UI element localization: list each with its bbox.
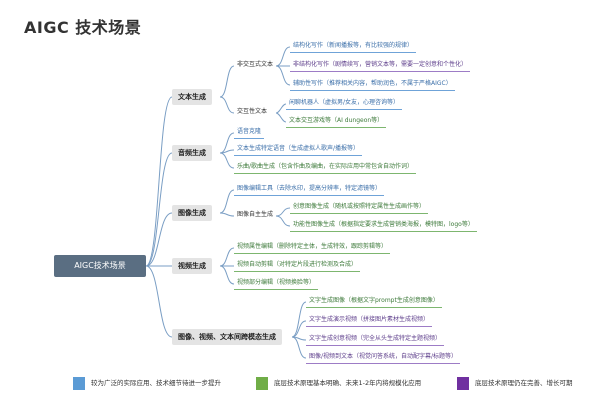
subcategory-image-autogen: 图像自主生成 — [237, 211, 274, 218]
legend-label: 较为广泛的实际应用、技术细节待进一步提升 — [91, 379, 221, 387]
item-text-to-image: 文字生成图像（根据文字prompt生成创意图像） — [306, 295, 442, 308]
category-image-generation: 图像生成 — [172, 205, 212, 221]
page-title: AIGC 技术场景 — [24, 18, 142, 37]
item-structured-writing: 结构化写作（新闻播报等，有比较强的规律） — [290, 40, 417, 53]
item-creative-image: 创意图像生成（随机或按照特定属性生成画作等） — [290, 201, 429, 214]
category-text-generation: 文本生成 — [172, 89, 212, 105]
category-audio-generation: 音频生成 — [172, 145, 212, 161]
item-video-auto-edit: 视频自动剪辑（对特定片段进行检测及合成） — [234, 259, 361, 272]
item-text-game: 文本交互游戏等（AI dungeon等） — [286, 115, 387, 128]
item-assisted-writing: 辅助性写作（推荐相关内容，帮助润色，不属于严格AIGC） — [290, 78, 455, 91]
item-functional-image: 功能性图像生成（根据指定要求生成营销类海报，模特图，logo等） — [290, 219, 477, 232]
category-cross-modal-generation: 图像、视频、文本间跨模态生成 — [172, 329, 282, 345]
root-node: AIGC技术场景 — [54, 255, 146, 277]
legend-swatch-green — [256, 377, 268, 390]
item-video-attribute-edit: 视频属性编辑（删除特定主体，生成特效，跟踪剪辑等） — [234, 241, 391, 254]
legend-swatch-blue — [73, 377, 85, 390]
subcategory-non-interactive-text: 非交互式文本 — [237, 61, 274, 68]
item-music-generation: 乐曲/歌曲生成（包含作曲及编曲，在实际应用中常包含自动作词） — [234, 161, 417, 174]
item-voice-clone: 语音克隆 — [234, 126, 265, 139]
item-text-to-creative-video: 文字生成创意视频（完全从头生成特定主题视频） — [306, 333, 445, 346]
legend-swatch-purple — [457, 377, 469, 390]
item-image-video-to-text: 图像/视频到文本（视觉问答系统，自动配字幕/标题等） — [306, 351, 461, 364]
item-text-to-demo-video: 文字生成演示视频（拼接图片素材生成视频） — [306, 314, 433, 327]
legend-label: 底层技术原理仍在完善、增长可期 — [475, 379, 573, 387]
item-text-to-speech: 文本生成特定语音（生成虚拟人歌声/播报等） — [234, 143, 363, 156]
legend-label: 底层技术原理基本明确、未来1-2年内将规模化应用 — [274, 379, 422, 387]
subcategory-interactive-text: 交互性文本 — [237, 108, 268, 115]
item-unstructured-writing: 非结构化写作（剧情续写，营销文本等，需要一定创意和个性化） — [290, 59, 471, 72]
category-video-generation: 视频生成 — [172, 258, 212, 274]
item-image-edit-tools: 图像编辑工具（去除水印，提高分辨率，特定滤镜等） — [234, 183, 385, 196]
item-video-partial-edit: 视频部分编辑（视频换脸等） — [234, 277, 319, 290]
item-chatbot: 闲聊机器人（虚拟男/女友，心理咨询等） — [286, 97, 403, 110]
